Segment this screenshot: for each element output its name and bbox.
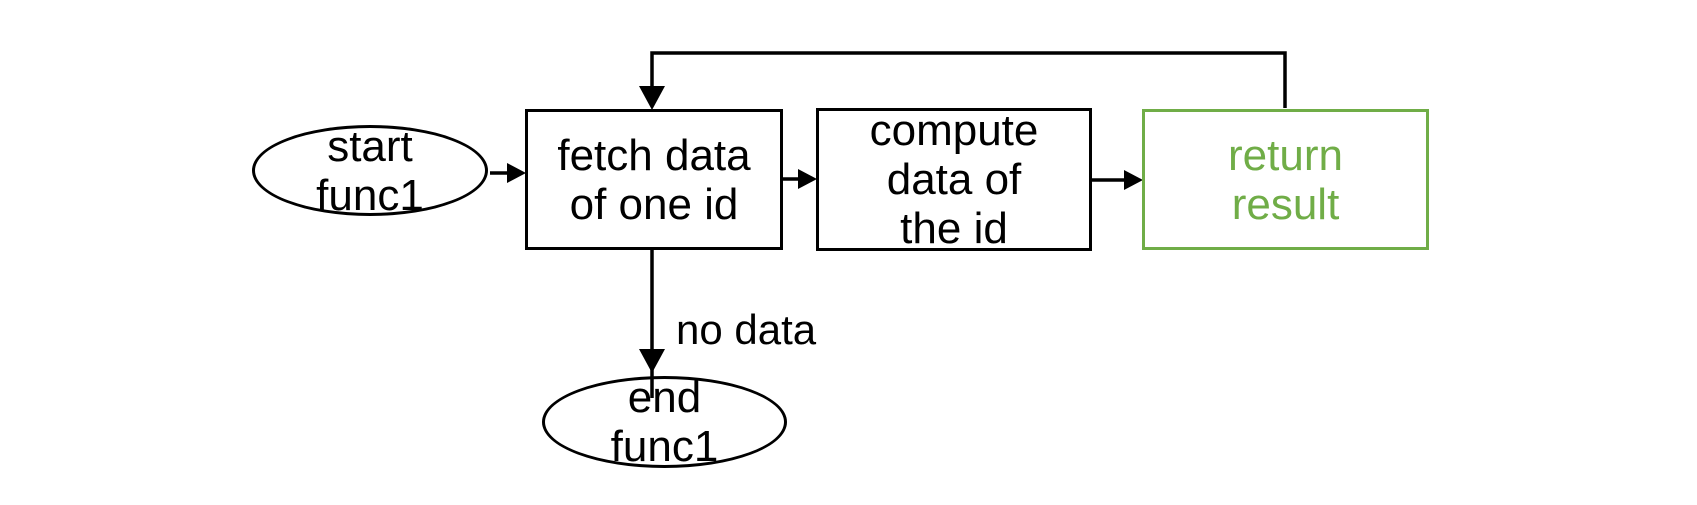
node-label-line: func1 <box>610 422 719 471</box>
node-label-line: func1 <box>316 170 424 220</box>
node-return-result: return result <box>1142 109 1429 250</box>
arrowhead-right-icon <box>798 169 817 189</box>
arrowhead-down-icon <box>639 349 665 373</box>
node-label-line: data of <box>886 155 1022 204</box>
node-label-line: compute <box>869 106 1039 155</box>
node-label-line: return <box>1228 130 1343 180</box>
node-label-line: start <box>327 121 413 171</box>
node-label-line: end <box>627 373 702 422</box>
arrowhead-right-icon <box>507 163 526 183</box>
node-start-func1: start func1 <box>252 121 488 220</box>
arrowhead-right-icon <box>1124 170 1143 190</box>
node-label-line: the id <box>900 204 1008 253</box>
node-label-line: fetch data <box>557 130 751 180</box>
node-end-func1: end func1 <box>542 373 787 471</box>
edge-start-to-fetch <box>490 163 526 183</box>
node-label-line: of one id <box>569 179 739 229</box>
edge-fetch-to-compute <box>783 169 817 189</box>
node-fetch-data: fetch data of one id <box>525 109 783 250</box>
arrowhead-down-icon <box>639 86 665 110</box>
edge-return-to-fetch-loop <box>639 51 1287 110</box>
edge-label-no-data: no data <box>676 306 817 353</box>
edge-compute-to-return <box>1091 170 1143 190</box>
node-compute-data: compute data of the id <box>816 106 1092 253</box>
node-label-line: result <box>1231 179 1340 229</box>
